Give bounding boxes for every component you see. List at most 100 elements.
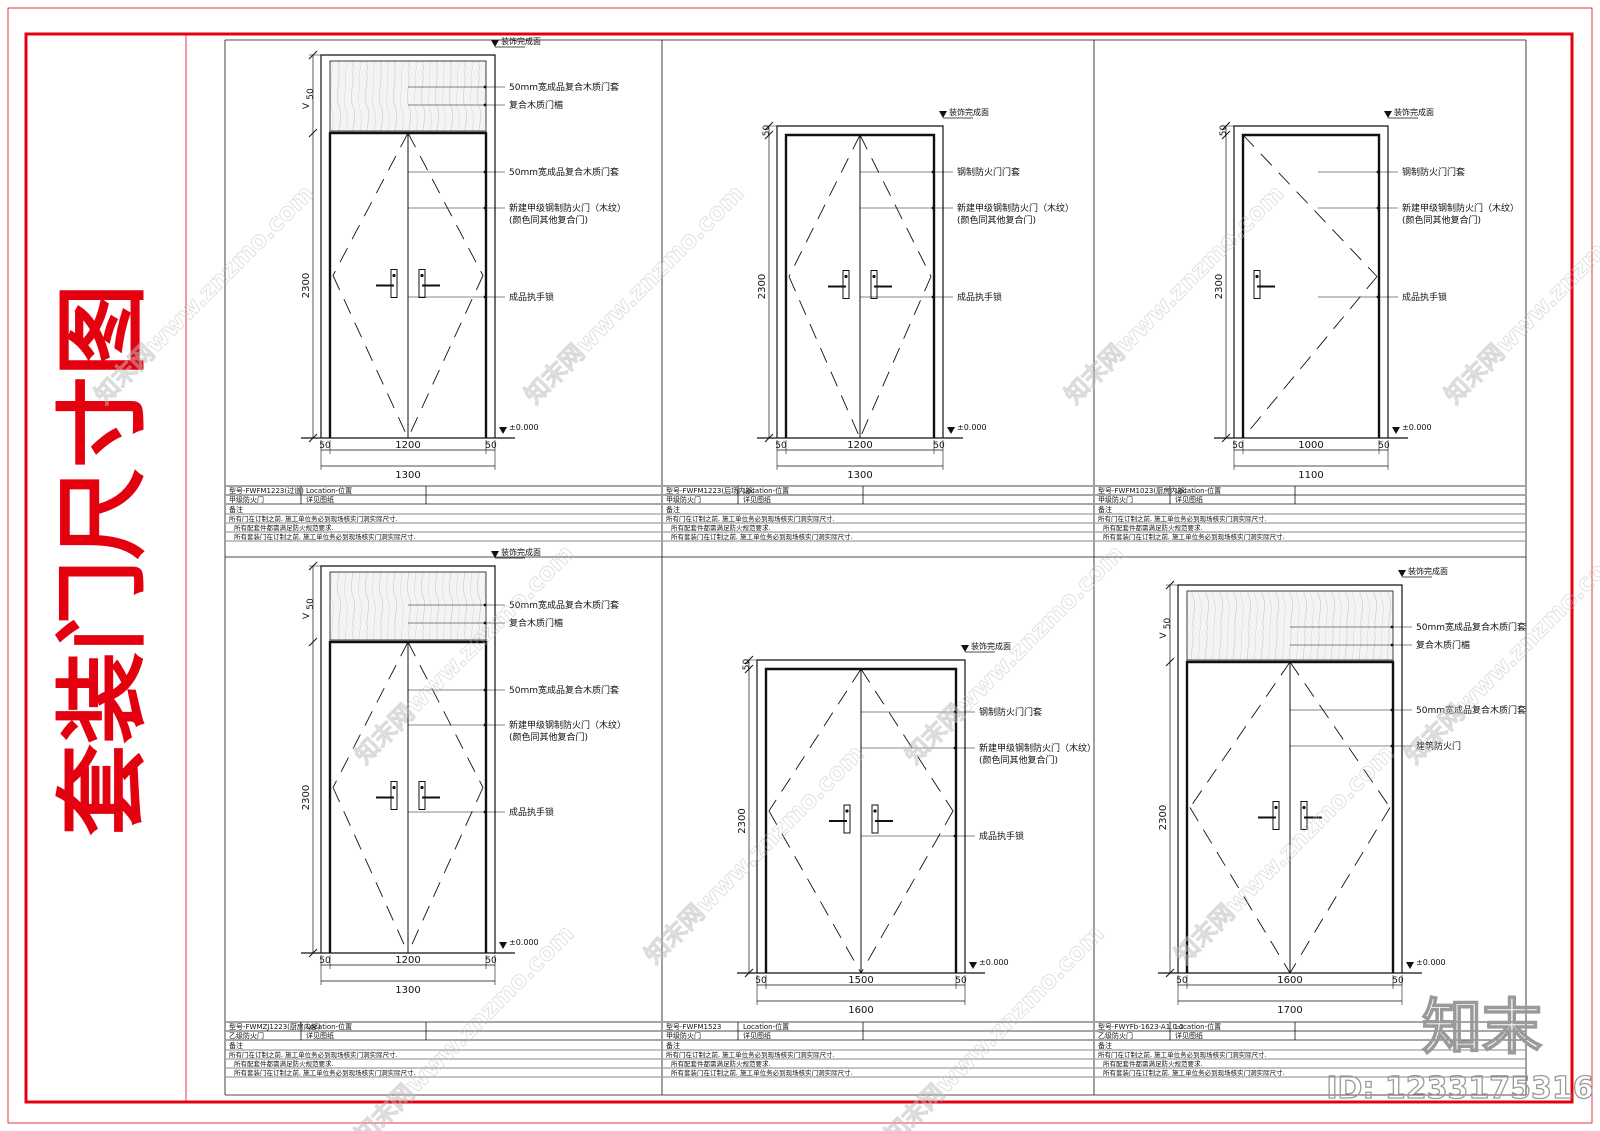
door-leaf-outline (1241, 133, 1381, 438)
swing-dashed-line (788, 276, 861, 439)
remark-note: 所有套装门在订制之前, 施工单位务必到现场核实门洞实际尺寸. (671, 1068, 853, 1077)
annotation-label: 50mm宽成品复合木质门套 (509, 166, 619, 178)
dim-jamb-right: 50 (933, 441, 945, 451)
dim-jamb-left: 50 (1176, 976, 1188, 986)
dim-top-label: 50 (306, 598, 316, 610)
panel-grid (224, 39, 1527, 1096)
handle-plate (871, 804, 879, 834)
leader-dot (953, 710, 957, 714)
dim-jamb-right: 50 (485, 441, 497, 451)
annotation-label: 新建甲级钢制防火门（木纹） (509, 202, 626, 214)
annotation-label: (颜色同其他复合门) (509, 214, 588, 226)
dim-jamb-left: 50 (755, 976, 767, 986)
annotation-label: (颜色同其他复合门) (1402, 214, 1481, 226)
site-watermark: 知末网www.znzmo.com (349, 919, 579, 1131)
annotation-label: 钢制防火门门套 (1402, 166, 1465, 178)
dim-variable-label: V (302, 102, 312, 109)
lever-handle (418, 269, 440, 298)
dim-jamb-right: 50 (1378, 441, 1390, 451)
detail-label: 详见图纸 (743, 1031, 771, 1040)
location-label: Location-位置 (743, 1022, 789, 1031)
dim-jamb-right: 50 (485, 956, 497, 966)
lever-handle (1253, 270, 1275, 299)
dim-height-label: 2300 (301, 273, 312, 298)
lever-handle (870, 270, 892, 299)
door-code: 型号-FWFM1023(厨房内部) (1098, 486, 1187, 495)
finish-level-label: 装饰完成面 (1408, 566, 1448, 576)
dim-height-label: 2300 (737, 808, 748, 833)
leader-dot (1390, 643, 1394, 647)
dim-jamb-left: 50 (775, 441, 787, 451)
door-frame-outline (756, 659, 966, 973)
door-frame-outline (320, 565, 496, 953)
annotation-label: 新建甲级钢制防火门（木纹） (979, 742, 1096, 754)
swing-dashed-line (859, 134, 932, 277)
dim-jamb-left: 50 (319, 441, 331, 451)
remark-note: 所有门在订制之前, 施工单位务必到现场核实门洞实际尺寸. (666, 1050, 835, 1059)
door-schedule-table: 型号-FWFM1523甲级防火门Location-位置详见图纸备注所有门在订制之… (663, 1021, 1093, 1078)
site-watermark: 知末网www.znzmo.com (879, 919, 1109, 1131)
annotation-label: 50mm宽成品复合木质门套 (509, 684, 619, 696)
remark-note: 所有套装门在订制之前, 施工单位务必到现场核实门洞实际尺寸. (1103, 1068, 1285, 1077)
datum-marker (1392, 427, 1400, 434)
datum-label: ±0.000 (509, 423, 539, 432)
door-type: 甲级防火门 (666, 1031, 701, 1040)
annotation-label: 50mm宽成品复合木质门套 (509, 81, 619, 93)
outer-thin-frame (7, 7, 1593, 1124)
annotation-label: 复合木质门楣 (1416, 639, 1470, 651)
leader-dot (1376, 206, 1380, 210)
swing-dashed-line (1242, 276, 1378, 439)
handle-plate (418, 781, 426, 810)
swing-dashed-line (860, 810, 954, 974)
door-type: 甲级防火门 (1098, 495, 1133, 504)
remarks-label: 备注 (229, 505, 243, 514)
dim-variable-label: V (1159, 632, 1169, 639)
leader-dot (931, 206, 935, 210)
dim-tick (1221, 130, 1231, 140)
location-label: Location-位置 (1175, 486, 1221, 495)
dim-total-width: 1100 (1298, 470, 1323, 481)
location-label: Location-位置 (306, 486, 352, 495)
sheet-title: 套装门尺寸图 (50, 284, 157, 836)
datum-label: ±0.000 (957, 423, 987, 432)
finish-level-marker (491, 40, 499, 47)
datum-marker (947, 427, 955, 434)
lever-handle (871, 804, 893, 834)
door-type: 甲级防火门 (229, 495, 264, 504)
handle-keyhole (392, 785, 396, 790)
finish-level-marker (1384, 111, 1392, 118)
dim-height-label: 2300 (301, 785, 312, 810)
datum-label: ±0.000 (1416, 958, 1446, 967)
door-schedule-table: 型号-FWFM1223(过道)甲级防火门Location-位置详见图纸备注所有门… (226, 485, 661, 542)
lever-handle (829, 804, 851, 834)
handle-plate (1253, 270, 1261, 299)
remarks-label: 备注 (666, 505, 680, 514)
dim-total-width: 1300 (395, 985, 420, 996)
leader-dot (483, 206, 487, 210)
dim-top-label: 50 (742, 659, 752, 671)
leader-dot (931, 295, 935, 299)
remark-note: 所有门在订制之前, 施工单位务必到现场核实门洞实际尺寸. (229, 1050, 398, 1059)
door-frame-outline (776, 125, 944, 438)
remark-note: 所有套装门在订制之前, 施工单位务必到现场核实门洞实际尺寸. (671, 532, 853, 541)
leader-dot (483, 295, 487, 299)
dim-tick (308, 433, 318, 443)
handle-plate (842, 270, 850, 299)
handle-keyhole (420, 273, 424, 278)
finish-level-label: 装饰完成面 (1394, 107, 1434, 117)
dim-tick (1165, 657, 1175, 667)
datum-marker (969, 962, 977, 969)
finish-level-marker (491, 551, 499, 558)
annotation-label: (颜色同其他复合门) (509, 731, 588, 743)
dim-tick (308, 637, 318, 647)
swing-dashed-line (407, 641, 484, 788)
dim-opening-width: 1200 (395, 440, 420, 451)
annotation-label: 50mm宽成品复合木质门套 (1416, 621, 1526, 633)
annotation-label: 复合木质门楣 (509, 617, 563, 629)
dim-opening-width: 1200 (847, 440, 872, 451)
remarks-label: 备注 (1098, 1041, 1112, 1050)
handle-plate (390, 781, 398, 810)
dim-tick (1165, 968, 1175, 978)
